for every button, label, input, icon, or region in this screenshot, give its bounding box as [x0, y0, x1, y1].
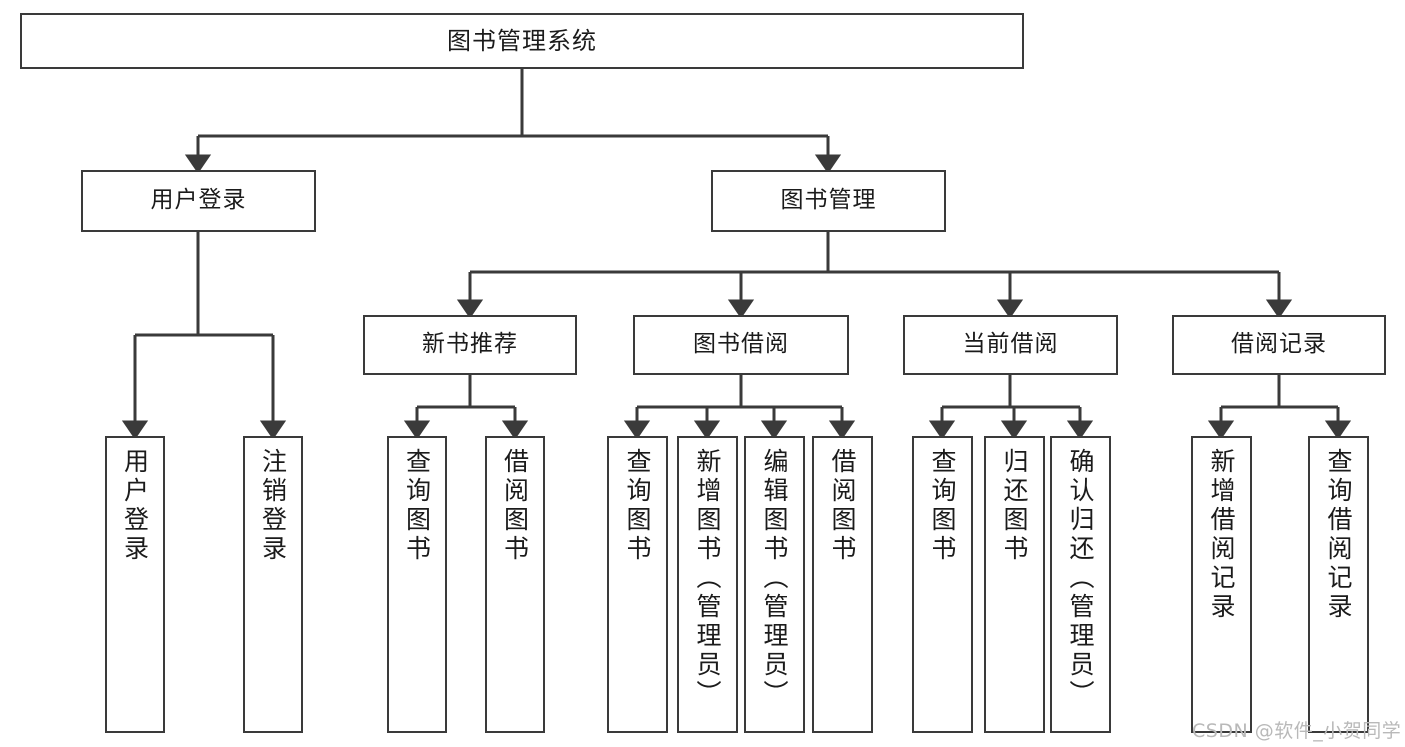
node-borrow-record-label: 借阅记录	[1231, 331, 1327, 358]
node-user-login-label: 用户登录	[150, 187, 247, 214]
node-current-borrow-label: 当前借阅	[962, 331, 1059, 358]
node-leaf-user-login[interactable]: 用户登录	[105, 436, 165, 733]
node-leaf-query-book-3[interactable]: 查询图书	[912, 436, 973, 733]
node-leaf-query-borrow-record-label: 查询借阅记录	[1324, 448, 1353, 622]
node-leaf-user-logout[interactable]: 注销登录	[243, 436, 303, 733]
node-leaf-return-book[interactable]: 归还图书	[984, 436, 1045, 733]
node-root-label: 图书管理系统	[447, 26, 597, 55]
node-leaf-borrow-book-2[interactable]: 借阅图书	[812, 436, 873, 733]
node-leaf-user-logout-label: 注销登录	[258, 448, 288, 564]
node-leaf-edit-book[interactable]: 编辑图书（管理员）	[744, 436, 805, 733]
node-leaf-query-book-1[interactable]: 查询图书	[387, 436, 447, 733]
node-user-login[interactable]: 用户登录	[81, 170, 316, 232]
node-leaf-query-book-2-label: 查询图书	[623, 448, 652, 564]
node-leaf-query-book-2[interactable]: 查询图书	[607, 436, 668, 733]
node-leaf-query-borrow-record[interactable]: 查询借阅记录	[1308, 436, 1369, 733]
node-book-manage[interactable]: 图书管理	[711, 170, 946, 232]
node-new-book-recommend-label: 新书推荐	[422, 331, 518, 358]
node-book-manage-label: 图书管理	[780, 187, 877, 214]
node-leaf-add-borrow-record-label: 新增借阅记录	[1207, 448, 1236, 622]
node-leaf-borrow-book-2-label: 借阅图书	[828, 448, 857, 564]
node-leaf-confirm-return-label: 确认归还（管理员）	[1066, 448, 1095, 709]
node-root[interactable]: 图书管理系统	[20, 13, 1024, 69]
node-leaf-user-login-label: 用户登录	[120, 448, 150, 564]
node-current-borrow[interactable]: 当前借阅	[903, 315, 1118, 375]
node-leaf-confirm-return[interactable]: 确认归还（管理员）	[1050, 436, 1111, 733]
node-book-borrow[interactable]: 图书借阅	[633, 315, 849, 375]
node-leaf-query-book-3-label: 查询图书	[928, 448, 957, 564]
node-leaf-return-book-label: 归还图书	[1000, 448, 1029, 564]
node-leaf-query-book-1-label: 查询图书	[402, 448, 432, 564]
node-leaf-add-borrow-record[interactable]: 新增借阅记录	[1191, 436, 1252, 733]
node-leaf-borrow-book-1[interactable]: 借阅图书	[485, 436, 545, 733]
node-new-book-recommend[interactable]: 新书推荐	[363, 315, 577, 375]
node-leaf-borrow-book-1-label: 借阅图书	[500, 448, 530, 564]
node-borrow-record[interactable]: 借阅记录	[1172, 315, 1386, 375]
node-book-borrow-label: 图书借阅	[693, 331, 789, 358]
node-leaf-edit-book-label: 编辑图书（管理员）	[760, 448, 789, 709]
node-leaf-add-book[interactable]: 新增图书（管理员）	[677, 436, 738, 733]
node-leaf-add-book-label: 新增图书（管理员）	[693, 448, 722, 709]
watermark: CSDN @软件_小贺同学	[1192, 720, 1402, 742]
